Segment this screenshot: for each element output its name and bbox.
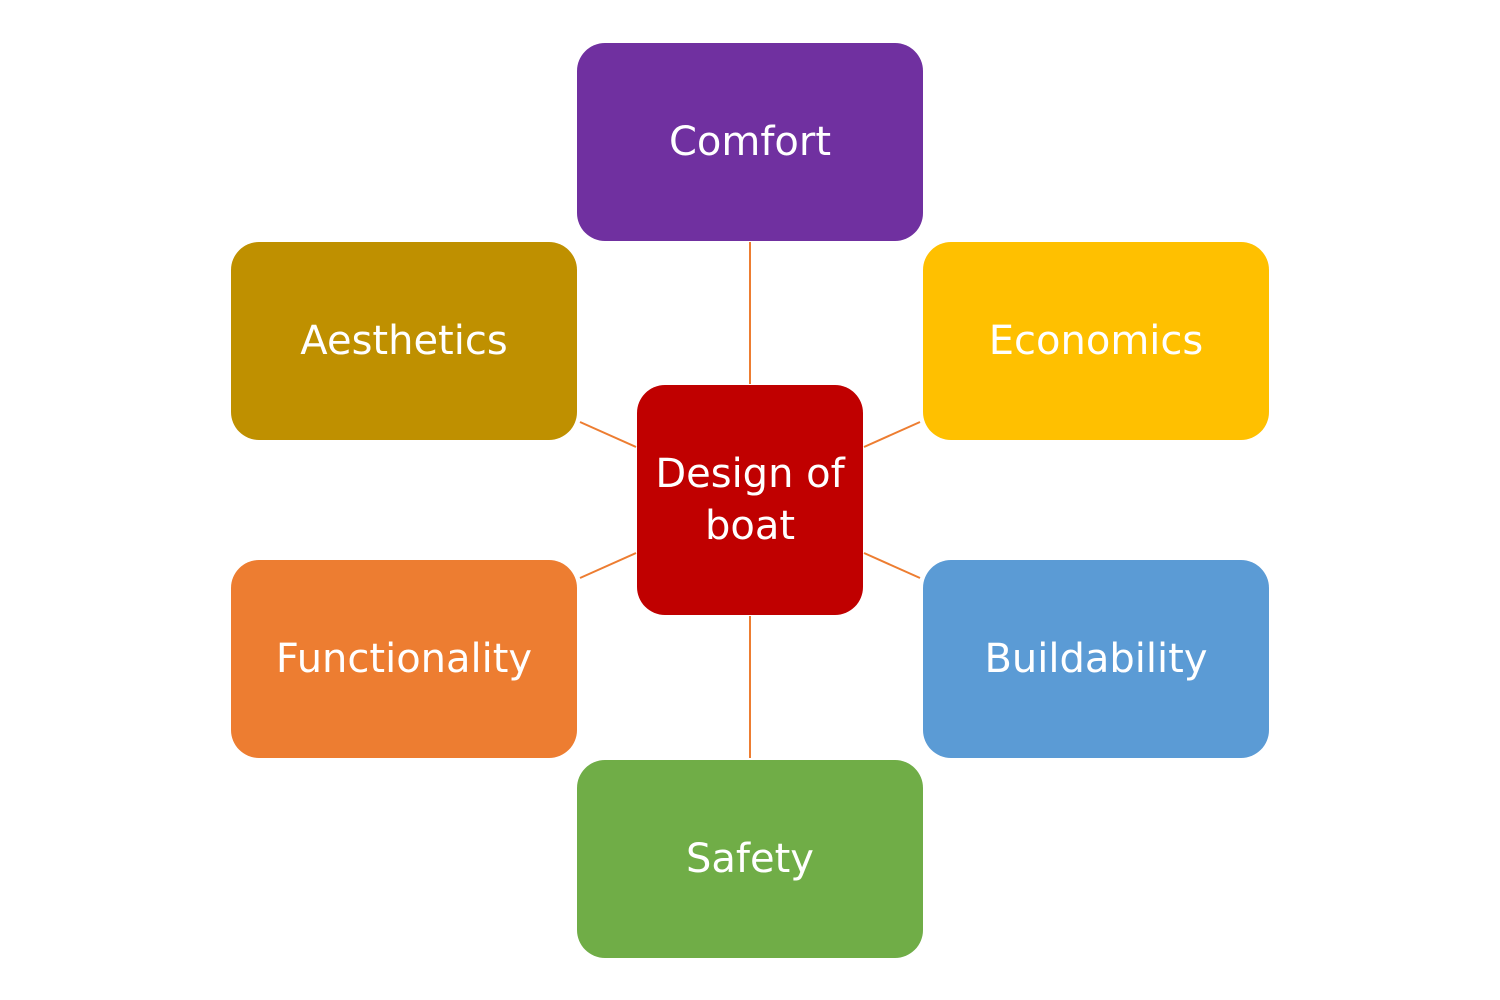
node-buildability: Buildability — [923, 560, 1269, 758]
connector-aesthetics — [579, 421, 637, 448]
node-comfort: Comfort — [577, 43, 923, 241]
connector-functionality — [579, 552, 637, 579]
node-label: Economics — [988, 318, 1204, 364]
node-safety: Safety — [577, 760, 923, 958]
node-label: Buildability — [984, 636, 1208, 682]
node-aesthetics: Aesthetics — [231, 242, 577, 440]
connector-economics — [863, 421, 921, 448]
center-label-line2: boat — [704, 503, 796, 549]
node-label: Safety — [686, 836, 814, 882]
node-economics: Economics — [923, 242, 1269, 440]
node-functionality: Functionality — [231, 560, 577, 758]
node-label: Comfort — [668, 119, 832, 165]
node-label: Aesthetics — [300, 318, 508, 364]
connector-buildability — [863, 552, 921, 579]
center-node: Design of boat — [637, 385, 863, 615]
node-label: Functionality — [275, 636, 533, 682]
center-label-line1: Design of — [655, 451, 845, 497]
